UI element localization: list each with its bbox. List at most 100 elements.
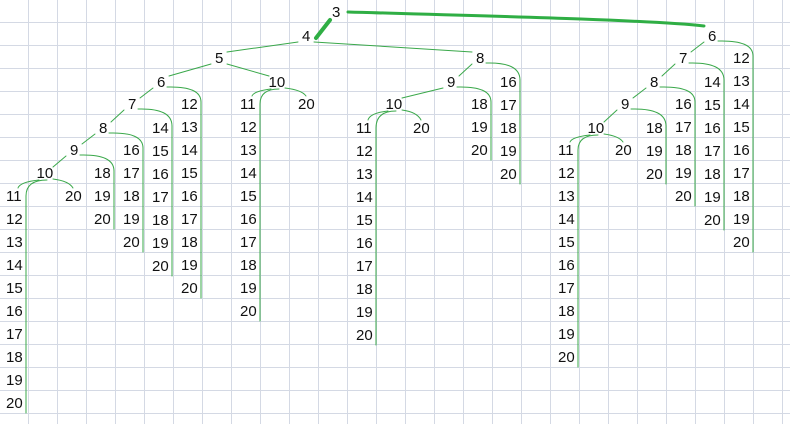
leaf-value: 20 <box>123 233 140 251</box>
leaf-value: 15 <box>152 142 169 160</box>
leaf-value: 18 <box>94 164 111 182</box>
leaf-value: 18 <box>356 280 373 298</box>
leaf-value: 11 <box>240 95 256 113</box>
chain-connector <box>485 62 521 81</box>
chain-connector <box>569 134 591 143</box>
leaf-value: 19 <box>558 325 575 343</box>
leaf-value: 18 <box>558 302 575 320</box>
leaf-value: 19 <box>500 142 517 160</box>
leaf-value: 20 <box>646 165 663 183</box>
chain-connector <box>52 178 74 189</box>
tree-node: 9 <box>70 141 79 159</box>
chain-connector <box>659 86 696 103</box>
tree-node: 4 <box>302 27 311 45</box>
chain-connector <box>630 108 667 127</box>
tree-edge <box>458 63 473 77</box>
tree-edge <box>661 63 676 77</box>
leaf-value: 19 <box>152 234 169 252</box>
leaf-value: 12 <box>240 118 257 136</box>
leaf-value: 14 <box>704 73 721 91</box>
leaf-value: 20 <box>181 279 198 297</box>
leaf-value: 16 <box>733 141 750 159</box>
leaf-value: 20 <box>558 348 575 366</box>
leaf-value: 16 <box>500 73 517 91</box>
leaf-value: 17 <box>356 257 373 275</box>
leaf-value: 19 <box>704 188 721 206</box>
chain-connector <box>25 179 48 197</box>
tree-edge <box>52 155 67 168</box>
leaf-value: 14 <box>181 141 198 159</box>
leaf-value: 17 <box>123 164 140 182</box>
leaf-value: 17 <box>6 325 23 343</box>
tree-node: 7 <box>128 95 137 113</box>
chain-connector <box>79 154 115 172</box>
chain-connector <box>577 134 599 151</box>
leaf-value: 14 <box>733 95 750 113</box>
leaf-value: 16 <box>181 187 198 205</box>
leaf-value: 13 <box>356 165 373 183</box>
leaf-value: 15 <box>356 211 373 229</box>
leaf-value: 20 <box>240 302 257 320</box>
leaf-value: 11 <box>558 141 574 159</box>
leaf-value: 17 <box>152 188 169 206</box>
leaf-value: 13 <box>181 118 198 136</box>
leaf-value: 18 <box>181 233 198 251</box>
tree-node: 10 <box>587 119 605 137</box>
chain-connector <box>108 132 144 149</box>
leaf-value: 17 <box>181 210 198 228</box>
chain-connector <box>137 108 173 127</box>
chain-connector <box>401 109 422 121</box>
leaf-value: 16 <box>704 119 721 137</box>
leaf-value: 18 <box>704 165 721 183</box>
leaf-value: 12 <box>6 210 23 228</box>
leaf-value: 19 <box>6 371 23 389</box>
leaf-value: 15 <box>733 118 750 136</box>
tree-edge <box>226 63 270 77</box>
tree-edge <box>110 109 125 123</box>
leaf-value: 12 <box>558 164 575 182</box>
leaf-value: 13 <box>558 187 575 205</box>
chain-connector <box>284 87 307 97</box>
leaf-value: 16 <box>675 95 692 113</box>
chain-connector <box>688 62 725 81</box>
tree-edge <box>313 41 473 53</box>
chain-connector <box>456 86 492 103</box>
tree-node: 9 <box>621 95 630 113</box>
tree-node: 10 <box>268 73 286 91</box>
leaf-value: 20 <box>615 141 632 159</box>
tree-edge <box>226 41 299 53</box>
leaf-value: 19 <box>356 303 373 321</box>
tree-edge <box>168 63 212 77</box>
tree-edge <box>81 133 96 145</box>
leaf-value: 16 <box>240 210 257 228</box>
chain-connector <box>259 88 280 105</box>
chain-connector <box>717 40 754 57</box>
tree-edge <box>603 109 618 123</box>
tree-node: 6 <box>708 27 717 45</box>
leaf-value: 19 <box>675 164 692 182</box>
leaf-value: 20 <box>471 141 488 159</box>
leaf-value: 18 <box>733 187 750 205</box>
leaf-value: 19 <box>123 210 140 228</box>
leaf-value: 20 <box>675 187 692 205</box>
leaf-value: 19 <box>733 210 750 228</box>
chain-connector <box>251 88 272 97</box>
leaf-value: 15 <box>181 164 198 182</box>
leaf-value: 13 <box>240 141 257 159</box>
leaf-value: 13 <box>6 233 23 251</box>
tree-node: 8 <box>99 119 108 137</box>
leaf-value: 12 <box>356 142 373 160</box>
tree-node: 8 <box>476 49 485 67</box>
chain-connector <box>603 133 624 143</box>
leaf-value: 19 <box>240 279 257 297</box>
chain-connector <box>367 110 389 121</box>
leaf-value: 18 <box>646 119 663 137</box>
leaf-value: 19 <box>646 142 663 160</box>
tree-node: 3 <box>332 3 341 21</box>
leaf-value: 18 <box>240 256 257 274</box>
leaf-value: 20 <box>65 187 82 205</box>
leaf-value: 16 <box>152 165 169 183</box>
edge-emphasis <box>346 10 706 28</box>
leaf-value: 20 <box>6 394 23 412</box>
leaf-value: 15 <box>6 279 23 297</box>
